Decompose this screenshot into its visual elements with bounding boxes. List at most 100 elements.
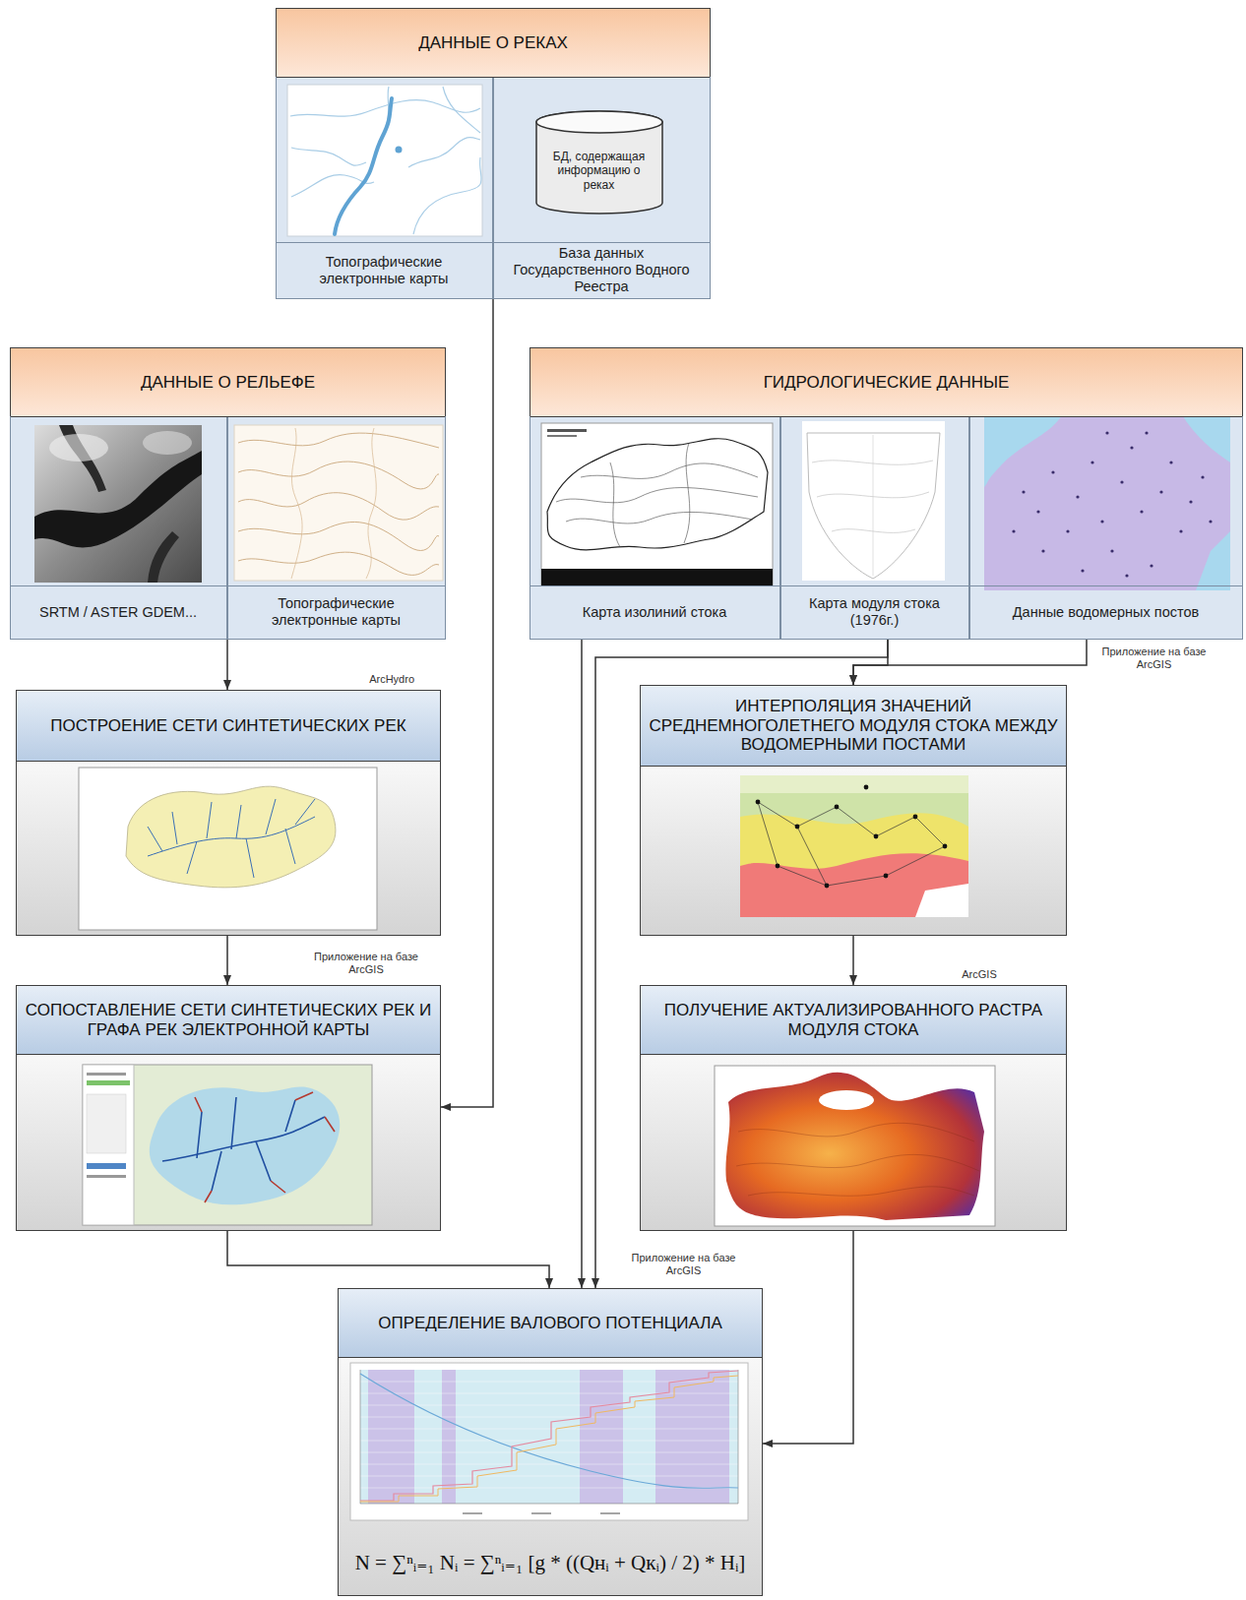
- box-body: [9, 416, 446, 640]
- isoline: [831, 529, 916, 534]
- app-panel-row: [86, 1175, 126, 1179]
- source-cell: Топографические электронные карты: [227, 416, 446, 640]
- box-body: [337, 1357, 763, 1597]
- source-cell: Карта модуля стока (1976г.): [780, 416, 970, 640]
- gauge-dot: [1075, 495, 1079, 499]
- cylinder-body: [536, 111, 663, 214]
- isoline: [556, 488, 758, 503]
- cell-caption: SRTM / ASTER GDEM...: [10, 585, 227, 639]
- zone: [740, 853, 969, 918]
- app-panel-row: [86, 1094, 126, 1154]
- dem-valley: [147, 531, 180, 583]
- box-body: [639, 1054, 1067, 1232]
- gauge-map: [984, 413, 1231, 591]
- zone: [740, 775, 969, 918]
- gauge-point: [913, 814, 919, 820]
- connector-arrow: [853, 639, 1087, 686]
- gauge-point: [883, 873, 889, 879]
- box-body: [15, 760, 441, 936]
- connector-arrow: [226, 935, 229, 986]
- map-title: [547, 435, 577, 437]
- gauge-dot: [1169, 460, 1173, 464]
- label-holder: ArcHydro: [324, 669, 417, 687]
- map-frame: [541, 423, 773, 586]
- cell-caption: Данные водомерных постов: [970, 585, 1243, 639]
- map-frame: [802, 421, 945, 581]
- interpolation-image: [740, 775, 969, 918]
- isoline: [872, 435, 874, 576]
- gauge-point: [834, 805, 840, 810]
- synthetic-rivers-image: [78, 767, 377, 931]
- gauge-point: [795, 824, 801, 830]
- gauge-dot: [1051, 470, 1055, 474]
- isoline: [580, 463, 758, 479]
- label-holder: Приложение на базе ArcGIS: [307, 950, 426, 978]
- tool-label: Приложение на базе ArcGIS: [307, 950, 426, 977]
- gauge-dot: [1036, 509, 1040, 513]
- connector-arrow: [440, 299, 494, 1108]
- gauge-dot: [1100, 519, 1104, 523]
- map-title: [547, 429, 587, 433]
- gauge-dot: [1080, 568, 1084, 572]
- connector-arrow: [580, 639, 583, 1290]
- potential-step: [360, 1370, 739, 1501]
- gauge-dot: [1110, 549, 1114, 553]
- chart-grid: [360, 1381, 739, 1489]
- source-cell: Данные водомерных постов: [969, 416, 1244, 640]
- box-title: ДАННЫЕ О РЕЛЬЕФЕ: [10, 348, 445, 418]
- cell-caption: Карта модуля стока (1976г.): [781, 585, 969, 639]
- contour-line: [238, 461, 439, 490]
- zone: [740, 775, 969, 794]
- formula: N = ∑ⁿᵢ₌₁ Nᵢ = ∑ⁿᵢ₌₁ [g * ((Qнᵢ + Qкᵢ) /…: [338, 1530, 762, 1596]
- tool-label: Приложение на базе ArcGIS: [622, 1251, 746, 1278]
- connector-arrow: [852, 935, 855, 986]
- map-frame: [714, 1065, 996, 1227]
- gauge-point: [775, 864, 781, 870]
- unmatched-river: [194, 1092, 335, 1203]
- dem-image: [34, 425, 202, 583]
- topo-map: [234, 425, 443, 581]
- runoff-raster-image: [714, 1065, 996, 1227]
- gauge-dot: [1144, 431, 1148, 435]
- gauge-point: [755, 800, 761, 806]
- gauge-dot: [1188, 499, 1192, 503]
- gauge-point: [873, 834, 879, 840]
- potential-step: [360, 1375, 739, 1502]
- label-holder: Приложение на базе ArcGIS: [622, 1251, 746, 1279]
- box-body: [639, 765, 1067, 936]
- river-map: [287, 84, 483, 237]
- gauge-point: [864, 785, 870, 791]
- cylinder-label: БД, содержащая информацию о реках: [535, 124, 664, 200]
- gauge-point: [942, 844, 948, 850]
- group-box: ДАННЫЕ О РЕКАХТопографические электронны…: [275, 7, 711, 300]
- chart-band: [655, 1370, 730, 1504]
- matching-image: [82, 1064, 373, 1226]
- interpolation-links: [757, 802, 945, 886]
- contour-line: [238, 493, 439, 520]
- contour-line: [238, 433, 439, 448]
- box-title: ИНТЕРПОЛЯЦИЯ ЗНАЧЕНИЙ СРЕДНЕМНОГОЛЕТНЕГО…: [640, 685, 1066, 767]
- connector-arrow: [227, 1231, 550, 1289]
- dem-ridge: [142, 431, 192, 455]
- main-river: [334, 98, 392, 235]
- chart-band: [441, 1370, 456, 1504]
- group-box: ГИДРОЛОГИЧЕСКИЕ ДАННЫЕКарта изолиний сто…: [529, 347, 1244, 640]
- map-frame: [78, 767, 377, 931]
- river-line: [408, 137, 481, 168]
- chart-band: [368, 1370, 415, 1504]
- chart-axis: [360, 1370, 739, 1504]
- box-body: [275, 76, 711, 300]
- cell-caption: База данных Государственного Водного Рее…: [494, 242, 710, 299]
- tool-label: Приложение на базе ArcGIS: [1092, 645, 1216, 672]
- box-title: СОПОСТАВЛЕНИЕ СЕТИ СИНТЕТИЧЕСКИХ РЕК И Г…: [16, 986, 440, 1056]
- gauge-points: [755, 785, 948, 889]
- interpolation-links: [797, 826, 827, 886]
- water: [984, 413, 1063, 488]
- cylinder-top: [536, 111, 663, 133]
- river-line: [290, 100, 481, 118]
- matched-river: [162, 1097, 325, 1191]
- dem-ridge: [49, 434, 109, 462]
